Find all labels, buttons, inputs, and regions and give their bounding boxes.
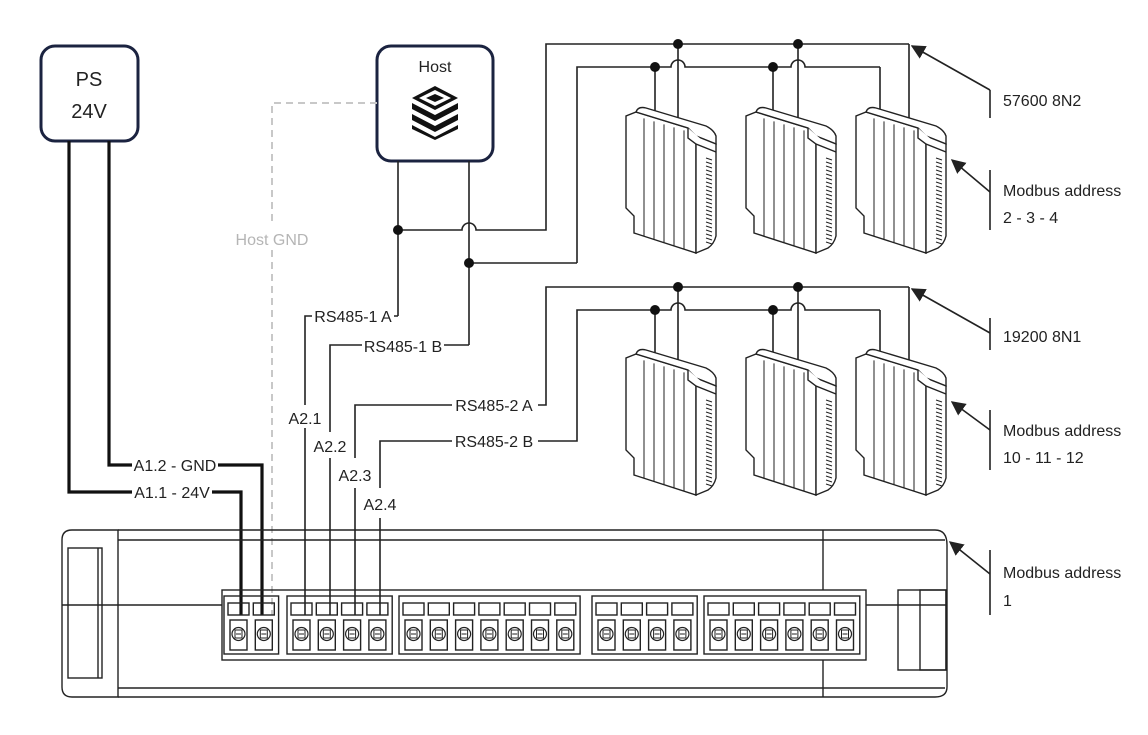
- io-module: [855, 106, 947, 255]
- bus1-address-title: Modbus address: [1003, 183, 1121, 200]
- main-address-title: Modbus address: [1003, 565, 1121, 582]
- bus2-settings: 19200 8N1: [1003, 329, 1081, 346]
- bus1-address-values: 2 - 3 - 4: [1003, 210, 1058, 227]
- io-module: [625, 348, 717, 497]
- rs485-1a-label: RS485-1 A: [314, 309, 392, 326]
- main-device: [61, 529, 948, 698]
- terminal-screw: [833, 602, 857, 651]
- host-gnd-wire: [271, 102, 377, 615]
- bus2-address-values: 10 - 11 - 12: [1003, 450, 1084, 467]
- terminal-screw: [757, 602, 781, 651]
- a1-2-label: A1.2 - GND: [134, 458, 217, 475]
- host-box: Host: [375, 44, 495, 163]
- terminal-screw: [227, 602, 250, 651]
- a1-1-24v-wire: [67, 141, 243, 615]
- terminal-screw: [252, 602, 276, 651]
- terminal-screw: [427, 602, 450, 651]
- remote-io-devices: [625, 106, 947, 497]
- io-module: [745, 106, 837, 255]
- rs485-2b-label: RS485-2 B: [455, 434, 533, 451]
- terminal-screw: [402, 602, 425, 651]
- a2-3-label: A2.3: [339, 468, 372, 485]
- terminal-screw: [554, 602, 577, 651]
- a2-2-label: A2.2: [314, 439, 347, 456]
- host-gnd-label: Host GND: [236, 232, 309, 249]
- terminal-screw: [595, 602, 618, 651]
- main-address-value: 1: [1003, 593, 1012, 610]
- io-module: [855, 348, 947, 497]
- host-label: Host: [419, 59, 452, 76]
- terminal-screw: [645, 602, 669, 651]
- terminal-screw: [707, 602, 730, 651]
- terminal-screw: [671, 602, 694, 651]
- layered-cube-icon: [412, 86, 458, 140]
- rs485-2a-label: RS485-2 A: [455, 398, 533, 415]
- terminal-screw: [528, 602, 552, 651]
- ps-label: PS: [76, 69, 103, 91]
- io-module: [745, 348, 837, 497]
- rs485-2-wiring: [354, 282, 910, 488]
- terminal-screw: [478, 602, 501, 651]
- a2-4-label: A2.4: [364, 497, 397, 514]
- terminal-screw: [783, 602, 806, 651]
- terminal-screw: [732, 602, 755, 651]
- terminal-screw: [808, 602, 831, 651]
- rs485-1-wiring: [304, 39, 910, 432]
- power-supply: PS 24V: [39, 44, 140, 143]
- rs485-1b-label: RS485-1 B: [364, 339, 442, 356]
- annotations: 57600 8N2 Modbus address 2 - 3 - 4 19200…: [910, 45, 1121, 615]
- ps-voltage: 24V: [71, 101, 107, 123]
- a2-1-label: A2.1: [289, 411, 322, 428]
- bus2-address-title: Modbus address: [1003, 423, 1121, 440]
- a1-2-gnd-wire: [107, 141, 264, 615]
- terminal-screw: [503, 602, 526, 651]
- terminal-screw: [452, 602, 476, 651]
- bus1-settings: 57600 8N2: [1003, 93, 1081, 110]
- terminal-screw: [290, 602, 313, 651]
- terminal-screw: [620, 602, 643, 651]
- terminal-screw: [340, 602, 364, 651]
- terminal-screw: [366, 602, 389, 651]
- a1-1-label: A1.1 - 24V: [134, 485, 210, 502]
- io-module: [625, 106, 717, 255]
- terminal-blocks: [223, 595, 861, 655]
- terminal-screw: [315, 602, 338, 651]
